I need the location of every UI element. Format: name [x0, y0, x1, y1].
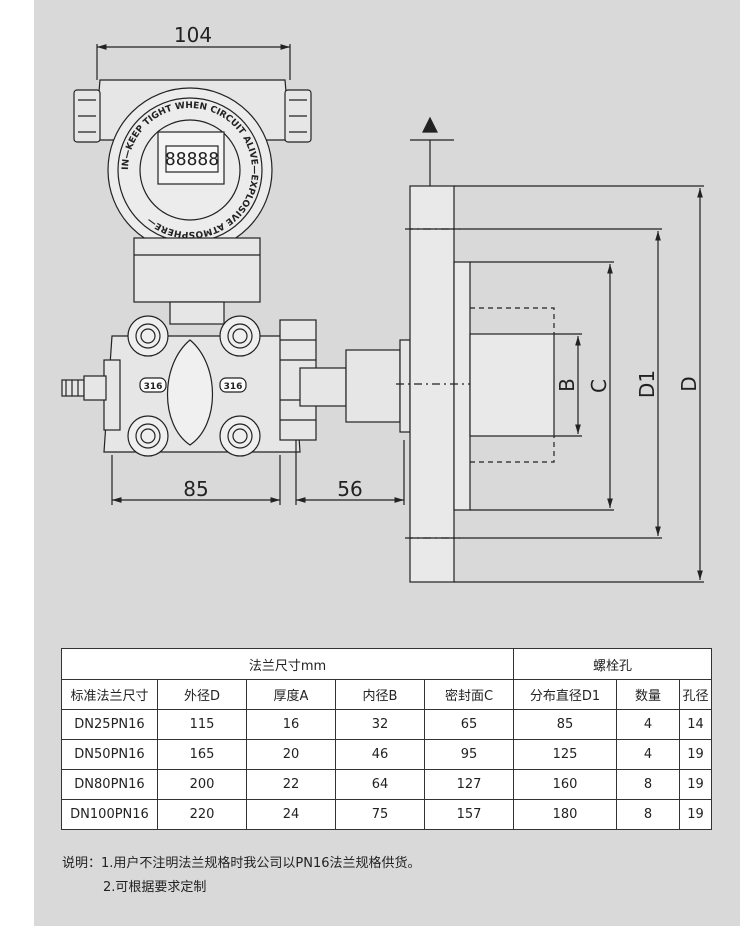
cell: 65: [424, 709, 514, 740]
cell: DN50PN16: [61, 739, 158, 770]
group-header-flange: 法兰尺寸mm: [61, 648, 514, 680]
dim-D1: D1: [635, 370, 659, 398]
cell: 220: [157, 799, 247, 830]
cell: 32: [335, 709, 425, 740]
cell: 20: [246, 739, 336, 770]
notes: 说明：1.用户不注明法兰规格时我公司以PN16法兰规格供货。 2.可根据要求定制: [62, 852, 421, 900]
cell: 95: [424, 739, 514, 770]
dim-D: D: [677, 376, 701, 391]
cell: 180: [513, 799, 617, 830]
marking-316-right: 316: [224, 382, 243, 392]
cell: 8: [616, 769, 680, 800]
col-seal-face: 密封面C: [424, 679, 514, 710]
cell: 160: [513, 769, 617, 800]
cell: 22: [246, 769, 336, 800]
cell: 19: [679, 769, 712, 800]
col-thickness: 厚度A: [246, 679, 336, 710]
cell: DN25PN16: [61, 709, 158, 740]
col-quantity: 数量: [616, 679, 680, 710]
col-outer-diameter: 外径D: [157, 679, 247, 710]
cell: 85: [513, 709, 617, 740]
dim-width-body: 85: [183, 477, 208, 501]
cell: 115: [157, 709, 247, 740]
cell: DN100PN16: [61, 799, 158, 830]
cell: DN80PN16: [61, 769, 158, 800]
dim-width-top: 104: [174, 23, 212, 47]
cell: 19: [679, 799, 712, 830]
lcd-display: 88888: [165, 149, 219, 170]
col-hole-diameter: 孔径: [679, 679, 712, 710]
col-bolt-circle: 分布直径D1: [513, 679, 617, 710]
cell: 8: [616, 799, 680, 830]
cell: 165: [157, 739, 247, 770]
cell: 64: [335, 769, 425, 800]
dim-C: C: [587, 379, 611, 393]
cell: 19: [679, 739, 712, 770]
col-standard: 标准法兰尺寸: [61, 679, 158, 710]
cell: 24: [246, 799, 336, 830]
cell: 4: [616, 709, 680, 740]
group-header-bolt: 螺栓孔: [513, 648, 712, 680]
col-inner-diameter: 内径B: [335, 679, 425, 710]
cell: 157: [424, 799, 514, 830]
flange-spec-table: 法兰尺寸mm 螺栓孔 标准法兰尺寸 外径D 厚度A 内径B 密封面C 分布直径D…: [61, 648, 712, 830]
dim-B: B: [555, 378, 579, 392]
cell: 75: [335, 799, 425, 830]
marking-316-left: 316: [144, 382, 163, 392]
dim-offset: 56: [337, 477, 362, 501]
column-header-row: 标准法兰尺寸 外径D 厚度A 内径B 密封面C 分布直径D1 数量 孔径: [61, 679, 712, 710]
technical-drawing: 104 85 56 B C D1 D 88888 316 316 IN—KEEP…: [61, 23, 704, 583]
cell: 14: [679, 709, 712, 740]
cell: 125: [513, 739, 617, 770]
note-line-1: 说明：1.用户不注明法兰规格时我公司以PN16法兰规格供货。: [62, 856, 421, 871]
note-line-2: 2.可根据要求定制: [103, 880, 207, 895]
cell: 46: [335, 739, 425, 770]
cell: 4: [616, 739, 680, 770]
cell: 16: [246, 709, 336, 740]
cell: 200: [157, 769, 247, 800]
cell: 127: [424, 769, 514, 800]
